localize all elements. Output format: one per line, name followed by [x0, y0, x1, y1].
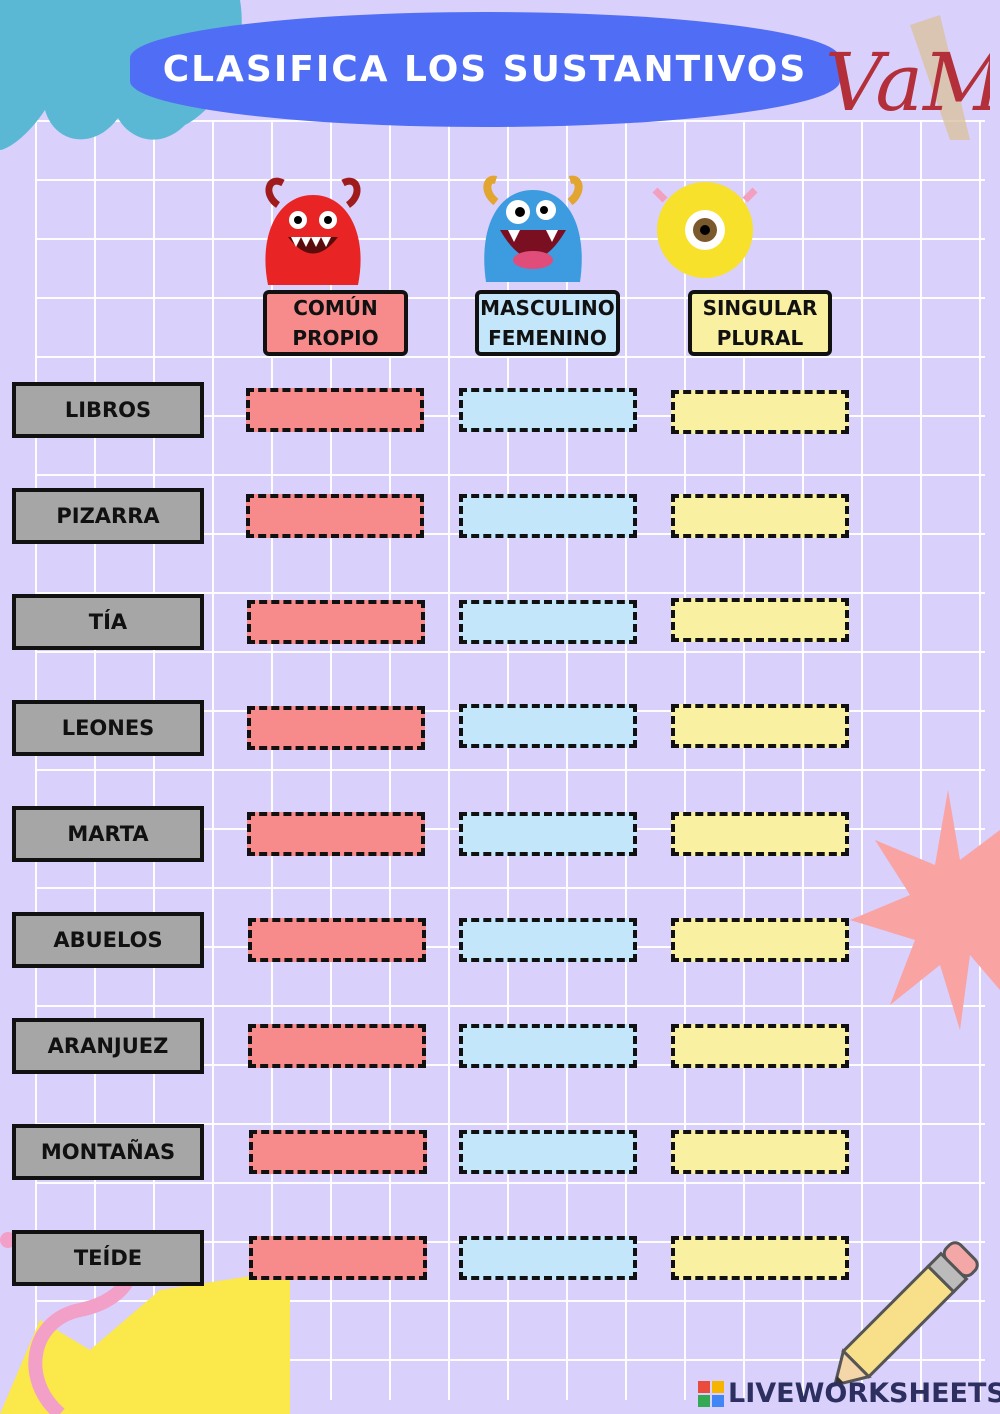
category-header-singular-plural: SINGULAR PLURAL [688, 290, 832, 356]
pencil-icon [832, 1241, 979, 1388]
drop-zone-masculino-femenino[interactable] [459, 1236, 637, 1280]
drop-zone-comun-propio[interactable] [247, 600, 425, 644]
category-line1: COMÚN [293, 296, 378, 320]
drop-zone-singular-plural[interactable] [671, 494, 849, 538]
word-label: ARANJUEZ [12, 1018, 204, 1074]
word-label: LIBROS [12, 382, 204, 438]
drop-zone-singular-plural[interactable] [671, 1236, 849, 1280]
drop-zone-masculino-femenino[interactable] [459, 600, 637, 644]
category-header-masculino-femenino: MASCULINO FEMENINO [475, 290, 620, 356]
drop-zone-singular-plural[interactable] [671, 598, 849, 642]
blue-monster-icon [483, 175, 583, 282]
drop-zone-masculino-femenino[interactable] [459, 918, 637, 962]
liveworksheets-icon [698, 1380, 724, 1407]
category-line2: PROPIO [292, 326, 379, 350]
drop-zone-masculino-femenino[interactable] [459, 388, 637, 432]
category-line2: FEMENINO [488, 326, 607, 350]
drop-zone-comun-propio[interactable] [248, 918, 426, 962]
starburst-icon [850, 790, 1000, 1030]
drop-zone-singular-plural[interactable] [671, 1130, 849, 1174]
word-label: TÍA [12, 594, 204, 650]
drop-zone-masculino-femenino[interactable] [459, 1024, 637, 1068]
drop-zone-masculino-femenino[interactable] [459, 494, 637, 538]
word-label: TEÍDE [12, 1230, 204, 1286]
category-line1: SINGULAR [702, 296, 818, 320]
yellow-monster-icon [652, 182, 758, 278]
drop-zone-singular-plural[interactable] [671, 918, 849, 962]
vam-logo: VaM [825, 15, 990, 140]
red-monster-icon [265, 177, 361, 285]
drop-zone-comun-propio[interactable] [246, 388, 424, 432]
word-label: LEONES [12, 700, 204, 756]
drop-zone-masculino-femenino[interactable] [459, 704, 637, 748]
drop-zone-comun-propio[interactable] [249, 1130, 427, 1174]
drop-zone-singular-plural[interactable] [671, 390, 849, 434]
category-header-comun-propio: COMÚN PROPIO [263, 290, 408, 356]
drop-zone-comun-propio[interactable] [249, 1236, 427, 1280]
drop-zone-singular-plural[interactable] [671, 1024, 849, 1068]
drop-zone-comun-propio[interactable] [247, 706, 425, 750]
drop-zone-comun-propio[interactable] [248, 1024, 426, 1068]
logo-text: VaM [825, 36, 990, 129]
word-label: MARTA [12, 806, 204, 862]
word-label: PIZARRA [12, 488, 204, 544]
word-label: MONTAÑAS [12, 1124, 204, 1180]
title-banner: CLASIFICA LOS SUSTANTIVOS [130, 12, 840, 127]
word-label: ABUELOS [12, 912, 204, 968]
page-title: CLASIFICA LOS SUSTANTIVOS [162, 49, 808, 90]
drop-zone-singular-plural[interactable] [671, 704, 849, 748]
drop-zone-masculino-femenino[interactable] [459, 1130, 637, 1174]
category-line1: MASCULINO [480, 296, 615, 320]
category-line2: PLURAL [716, 326, 804, 350]
drop-zone-masculino-femenino[interactable] [459, 812, 637, 856]
drop-zone-comun-propio[interactable] [247, 812, 425, 856]
liveworksheets-logo: LIVEWORKSHEETS [698, 1378, 1000, 1409]
drop-zone-singular-plural[interactable] [671, 812, 849, 856]
footer-brand: LIVEWORKSHEETS [728, 1378, 1000, 1409]
drop-zone-comun-propio[interactable] [246, 494, 424, 538]
